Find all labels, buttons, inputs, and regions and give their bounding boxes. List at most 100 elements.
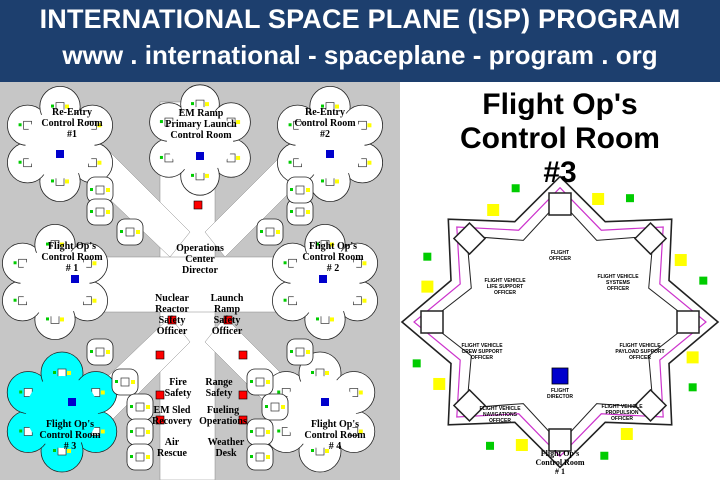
station-marker-red[interactable] <box>155 415 165 425</box>
director-console-blue[interactable] <box>68 398 76 406</box>
console-yellow <box>325 371 329 375</box>
console-green <box>46 242 49 246</box>
console-yellow <box>67 449 71 453</box>
pod-yellow <box>281 405 285 409</box>
corridor-pod <box>116 218 144 246</box>
director-console-blue[interactable] <box>319 275 327 283</box>
station-marker-red[interactable] <box>238 390 248 400</box>
console-green <box>311 371 314 374</box>
director-console-blue[interactable] <box>71 275 79 283</box>
pod-seat <box>135 452 145 462</box>
pod-yellow <box>146 430 150 434</box>
room-core <box>26 376 98 448</box>
console-chair <box>420 310 444 334</box>
console-yellow <box>325 449 329 453</box>
officer-console[interactable] <box>620 383 697 440</box>
pod-green <box>290 188 293 191</box>
console-seat <box>315 446 325 456</box>
pod-seat <box>255 452 265 462</box>
pod-green <box>265 405 268 408</box>
station-marker-red[interactable] <box>238 350 248 360</box>
director-console-blue[interactable] <box>196 152 204 160</box>
room-reentry-1[interactable] <box>7 85 113 202</box>
console-green <box>277 390 281 394</box>
console-green <box>191 173 194 177</box>
director-console-blue[interactable] <box>326 150 334 158</box>
room-flightop-2[interactable] <box>272 223 378 340</box>
pod-seat <box>95 185 105 195</box>
control-rooms <box>2 84 383 473</box>
pod-green <box>120 230 123 233</box>
console-green <box>321 104 324 108</box>
corridor-pod <box>111 368 139 396</box>
officer-console[interactable] <box>423 204 500 261</box>
pod-yellow <box>131 380 135 384</box>
console-green <box>18 160 22 164</box>
console-chair <box>548 428 572 452</box>
station-marker-red[interactable] <box>167 315 177 325</box>
console-yellow <box>236 120 241 125</box>
room-em-ramp[interactable] <box>149 84 251 196</box>
corridor-pod <box>256 218 284 246</box>
detail-title-line1: Flight Op's <box>482 88 638 121</box>
room-rail-purple <box>413 186 707 458</box>
station-marker-red[interactable] <box>223 315 233 325</box>
corridor-pod <box>86 198 114 226</box>
director-console-blue[interactable] <box>321 398 329 406</box>
pod-yellow <box>266 455 270 459</box>
console-seat <box>57 368 67 378</box>
detail-room-shape <box>400 175 720 469</box>
console-green <box>277 429 281 433</box>
console-chair <box>676 310 700 334</box>
officer-console[interactable] <box>433 377 495 450</box>
room-flightop-3[interactable] <box>6 351 118 473</box>
console-yellow <box>358 429 363 434</box>
pod-seat <box>295 347 305 357</box>
officer-console[interactable] <box>511 184 605 216</box>
room-flightop-1[interactable] <box>2 223 108 340</box>
console-panel-green <box>412 359 421 368</box>
officer-console[interactable] <box>412 280 444 368</box>
station-marker-red[interactable] <box>155 350 165 360</box>
director-console-blue[interactable] <box>56 150 64 158</box>
pod-seat <box>135 427 145 437</box>
pod-yellow <box>306 188 310 192</box>
console-panel-yellow <box>433 377 446 390</box>
console-chair <box>452 221 487 256</box>
pod-yellow <box>306 210 310 214</box>
officer-console[interactable] <box>625 194 687 267</box>
room-core <box>166 106 234 174</box>
flight-director-console[interactable] <box>551 367 569 385</box>
console-chair <box>633 221 668 256</box>
console-green <box>13 298 17 302</box>
pod-seat <box>95 207 105 217</box>
room-outline <box>400 175 720 469</box>
room-reentry-2[interactable] <box>277 85 383 202</box>
officer-console[interactable] <box>676 276 708 364</box>
station-marker-red[interactable] <box>238 415 248 425</box>
console-panel-yellow <box>674 254 687 267</box>
pod-seat <box>265 227 275 237</box>
pod-yellow <box>106 188 110 192</box>
room-flightop-4[interactable] <box>264 351 376 473</box>
corridor-pod <box>286 338 314 366</box>
console-green <box>311 449 314 452</box>
station-marker-red[interactable] <box>155 390 165 400</box>
console-chair <box>633 388 668 423</box>
pod-green <box>130 405 133 408</box>
station-marker-red[interactable] <box>193 200 203 210</box>
officer-console[interactable] <box>515 428 609 460</box>
console-panel-yellow <box>487 204 500 217</box>
program-url[interactable]: www . international - spaceplane - progr… <box>62 40 658 70</box>
